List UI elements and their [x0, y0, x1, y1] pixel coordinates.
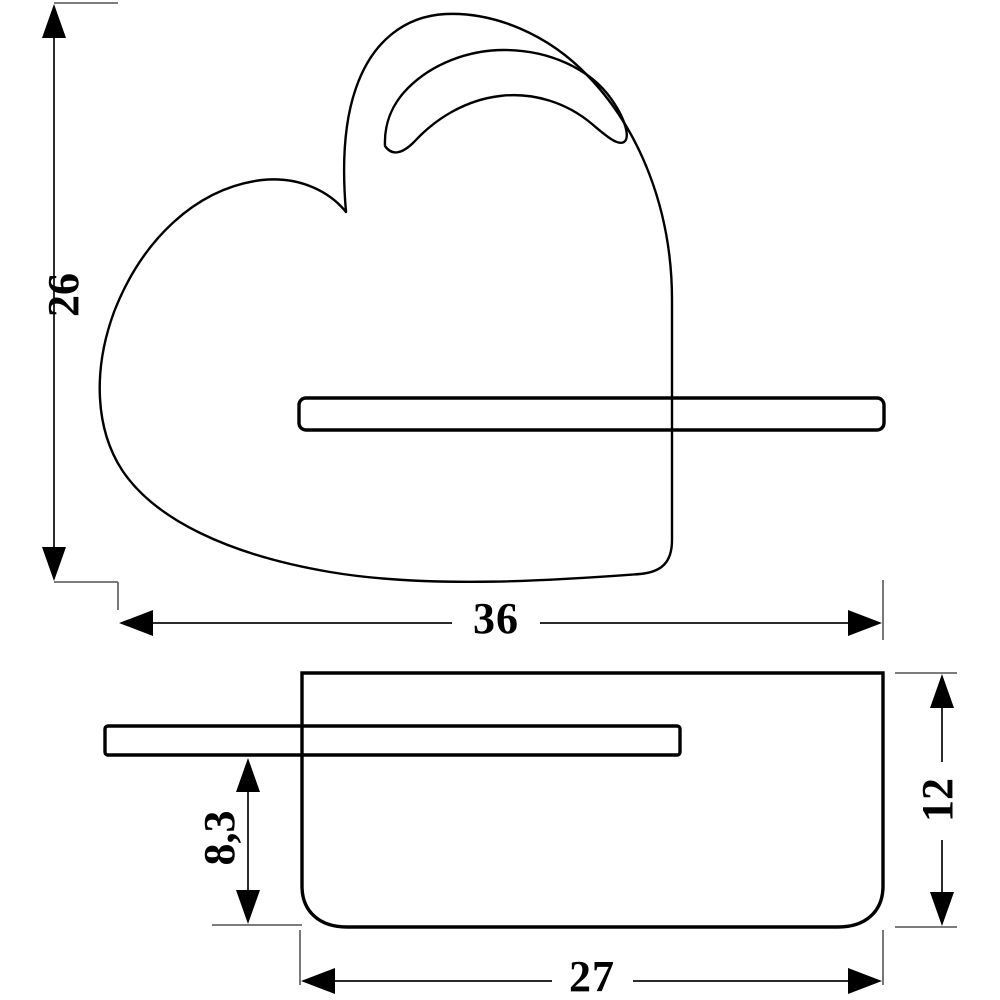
dim-label-12: 12	[913, 778, 962, 822]
arrow-head-36-right	[848, 610, 882, 636]
dim-label-26: 26	[39, 273, 88, 317]
arrow-head-26-bottom	[42, 547, 66, 581]
dim-label-27: 27	[569, 952, 615, 1000]
arrow-head-36-left	[119, 610, 153, 636]
heart-body-outline	[98, 12, 674, 584]
arrow-head-8-3-top	[236, 758, 260, 792]
dimension-12: 12	[895, 672, 962, 928]
arrow-head-12-top	[930, 674, 954, 708]
dim-label-8-3: 8,3	[195, 811, 244, 866]
arrow-head-12-bottom	[930, 892, 954, 926]
front-view	[98, 12, 886, 584]
arrow-head-26-top	[42, 4, 66, 38]
dimension-8-3: 8,3	[195, 758, 302, 926]
side-view	[103, 671, 885, 929]
front-shelf-bar	[297, 396, 886, 432]
side-shelf-bar	[103, 724, 682, 757]
crescent-cutout	[383, 48, 628, 154]
dimension-36: 36	[117, 580, 884, 643]
dimension-27: 27	[299, 930, 884, 1000]
arrow-head-27-left	[301, 968, 335, 994]
arrow-head-27-right	[848, 968, 882, 994]
side-body-profile	[300, 671, 885, 929]
dim-label-36: 36	[473, 594, 519, 643]
dimension-26: 26	[39, 2, 118, 583]
arrow-head-8-3-bottom	[236, 890, 260, 924]
